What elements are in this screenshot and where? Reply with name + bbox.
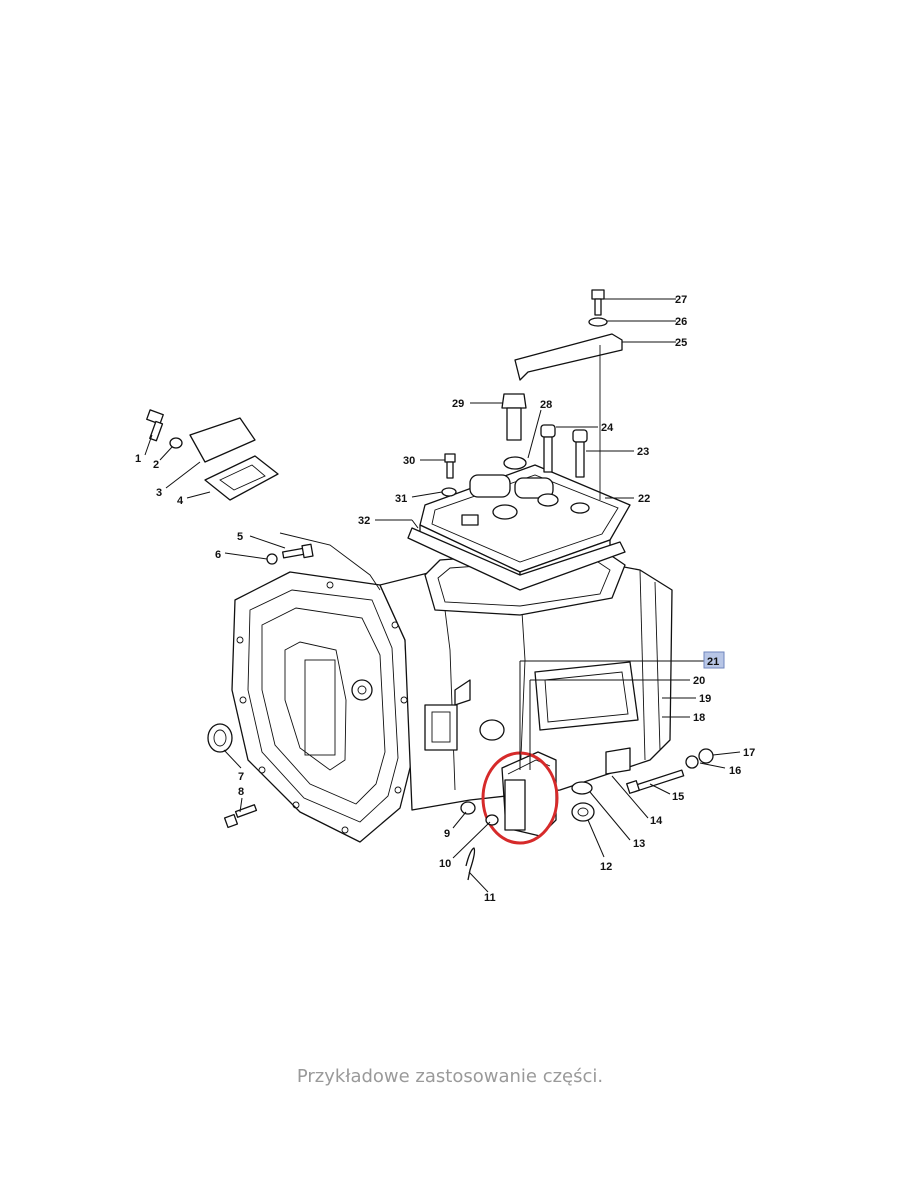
gasket-part-4 [204,455,279,501]
label-part-28: 28 [540,399,552,411]
washer-part-6 [266,553,278,565]
label-part-15: 15 [672,791,684,803]
pin-part-23 [572,429,588,478]
label-part-10: 10 [439,858,451,870]
label-part-26: 26 [675,316,687,328]
seal-part-13 [571,781,593,795]
clip-part-11 [465,847,476,881]
label-part-21: 21 [707,656,719,668]
label-part-9: 9 [444,828,450,840]
washer-part-26 [588,317,608,327]
label-part-25: 25 [675,337,687,349]
label-part-22: 22 [638,493,650,505]
label-part-19: 19 [699,693,711,705]
label-part-13: 13 [633,838,645,850]
washer-part-31 [441,487,457,497]
label-part-30: 30 [403,455,415,467]
plug-part-29 [501,393,527,441]
leader-lines [144,298,741,893]
label-part-29: 29 [452,398,464,410]
screw-part-30 [444,453,456,479]
label-part-2: 2 [153,459,159,471]
label-part-4: 4 [177,495,184,507]
label-part-18: 18 [693,712,705,724]
bolt-part-8 [223,804,258,829]
nut-part-9 [460,801,476,815]
caption: Przykładowe zastosowanie części. [296,1066,604,1087]
transmission-housing [231,547,673,843]
label-part-31: 31 [395,493,407,505]
nut-part-17 [698,748,714,764]
label-part-1: 1 [135,453,141,465]
washer-part-2 [169,437,183,449]
label-part-11: 11 [484,892,496,904]
label-part-12: 12 [600,861,612,873]
washer-part-16 [685,755,699,769]
label-part-3: 3 [156,487,162,499]
highlight-badge-21 [703,651,725,669]
part-labels: 1 2 3 4 5 6 7 8 9 10 11 12 13 14 15 16 1… [135,294,755,904]
label-part-23: 23 [637,446,649,458]
bolt-part-5 [281,543,314,559]
label-part-27: 27 [675,294,687,306]
gasket-part-32 [407,527,626,591]
bolt-part-15 [626,769,685,794]
strap-part-25 [514,333,623,381]
seal-part-28 [503,456,527,470]
label-part-5: 5 [237,531,243,543]
label-part-24: 24 [601,422,614,434]
bolt-part-27 [591,289,605,316]
label-part-8: 8 [238,786,244,798]
label-part-32: 32 [358,515,370,527]
cover-plate-part-21 [501,751,557,837]
label-part-14: 14 [650,815,663,827]
label-part-7: 7 [238,771,244,783]
bolt-part-1 [146,409,164,442]
pin-part-24 [540,424,556,473]
plug-part-12 [571,802,595,822]
label-part-16: 16 [729,765,741,777]
label-part-6: 6 [215,549,221,561]
cover-part-3 [189,417,256,463]
seal-part-7 [207,723,233,753]
label-part-17: 17 [743,747,755,759]
label-part-20: 20 [693,675,705,687]
